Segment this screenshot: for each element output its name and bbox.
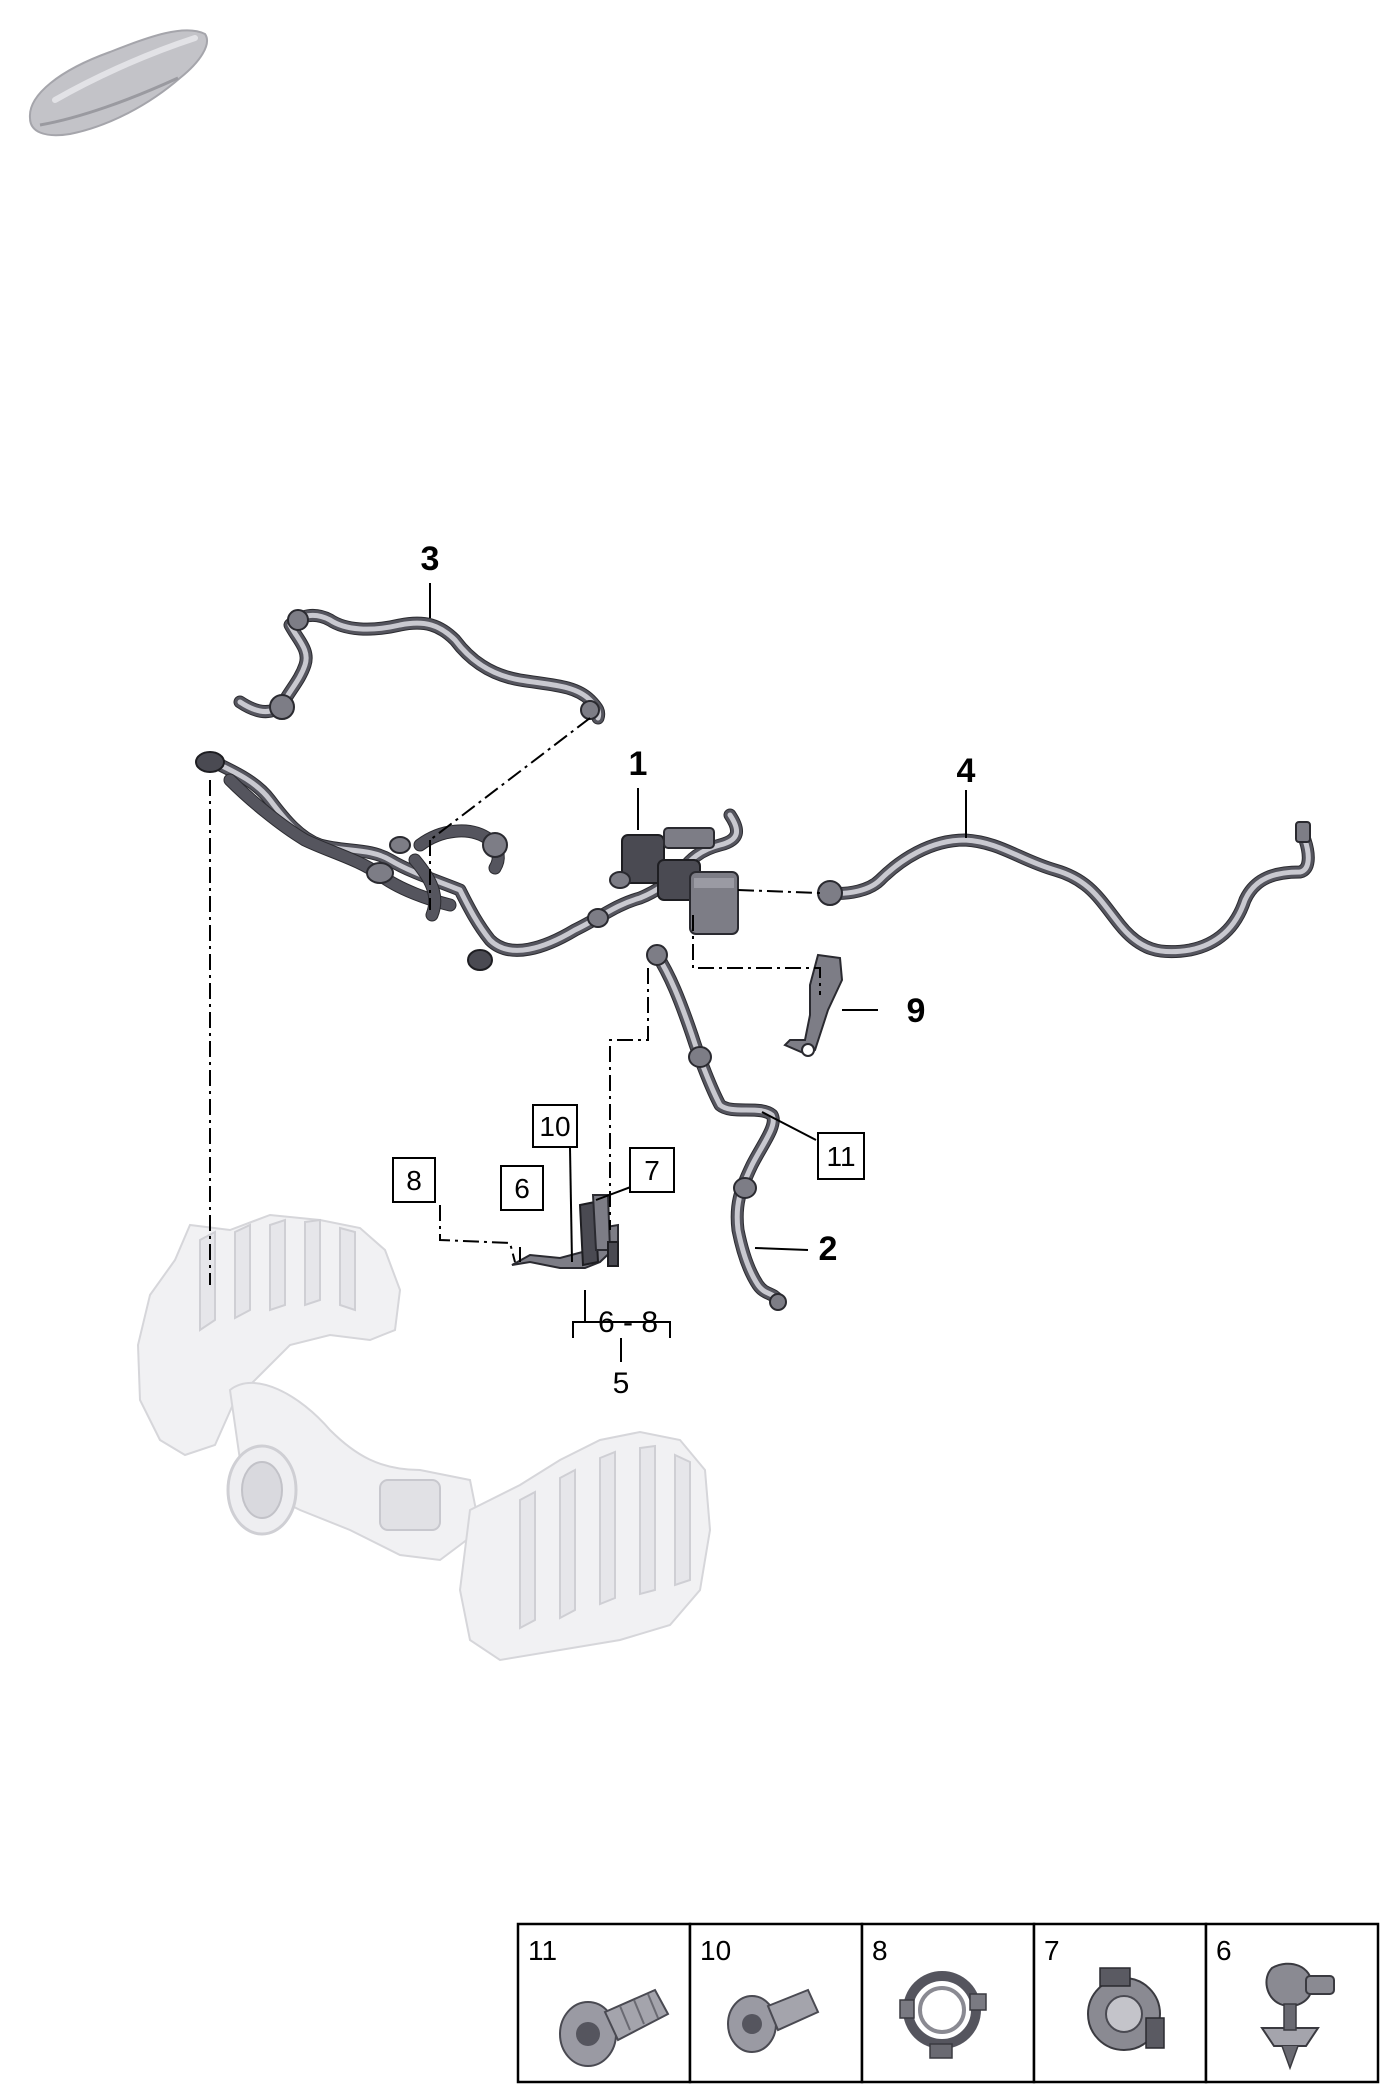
hose-3: [233, 608, 606, 725]
connector-lines: [209, 717, 821, 1285]
callout-box-10: 10: [532, 1104, 578, 1148]
callout-10: 10: [539, 1111, 570, 1142]
callout-7: 7: [644, 1155, 660, 1186]
hose-4: [817, 821, 1315, 959]
legend-number-10: 10: [700, 1935, 731, 1966]
bracket-9: [783, 953, 844, 1057]
callout-box-7: 7: [629, 1147, 675, 1193]
legend-number-6: 6: [1216, 1935, 1232, 1966]
pipe-clamp-icon: [1087, 1967, 1165, 2051]
vehicle-thumbnail-icon: [28, 29, 208, 137]
leader-lines: [429, 583, 967, 1362]
fastener-legend: 11 10 8 7 6: [516, 1922, 1380, 2084]
callout-box-6: 6: [500, 1165, 544, 1211]
flange-bolt-long-icon: [559, 1988, 670, 2067]
callout-5: 5: [613, 1367, 630, 1400]
callout-8: 8: [406, 1165, 422, 1196]
intake-manifold-ghost: [136, 1213, 712, 1662]
legend-number-7: 7: [1044, 1935, 1060, 1966]
callout-2: 2: [819, 1230, 838, 1268]
callout-9: 9: [907, 992, 926, 1030]
callout-3: 3: [421, 540, 440, 578]
callout-1: 1: [629, 745, 648, 783]
callout-4: 4: [957, 752, 976, 790]
callout-11: 11: [826, 1141, 855, 1172]
hose-2: [646, 944, 787, 1311]
hose-harness-1: [195, 751, 743, 971]
legend-number-8: 8: [872, 1935, 888, 1966]
callout-box-8: 8: [392, 1157, 436, 1203]
group-range-label: 6 - 8: [598, 1306, 658, 1339]
bracket-assembly-5: [511, 1194, 619, 1269]
callout-box-11: 11: [817, 1132, 865, 1180]
hose-clip-icon: [899, 1971, 987, 2059]
callout-6: 6: [514, 1173, 530, 1204]
flange-bolt-short-icon: [727, 1988, 820, 2053]
legend-number-11: 11: [528, 1935, 557, 1966]
push-rivet-clip-icon: [1260, 1962, 1335, 2071]
